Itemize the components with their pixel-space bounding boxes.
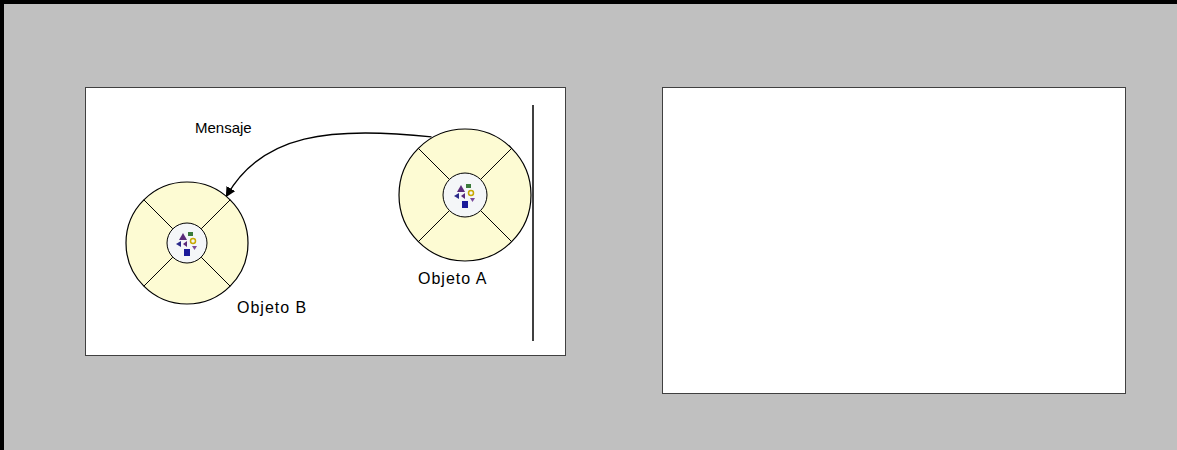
- object-circle: Objeto A: [398, 128, 532, 262]
- object-shape: [125, 181, 249, 305]
- object-label: Objeto A: [418, 270, 487, 288]
- object-label: Objeto B: [237, 299, 307, 317]
- message-label: Mensaje: [193, 119, 254, 136]
- right-panel: [662, 87, 1126, 394]
- top-frame-bar: [0, 0, 1177, 4]
- object-shape: [398, 128, 532, 262]
- left-frame-bar: [0, 0, 4, 450]
- object-circle: Objeto B: [125, 181, 249, 305]
